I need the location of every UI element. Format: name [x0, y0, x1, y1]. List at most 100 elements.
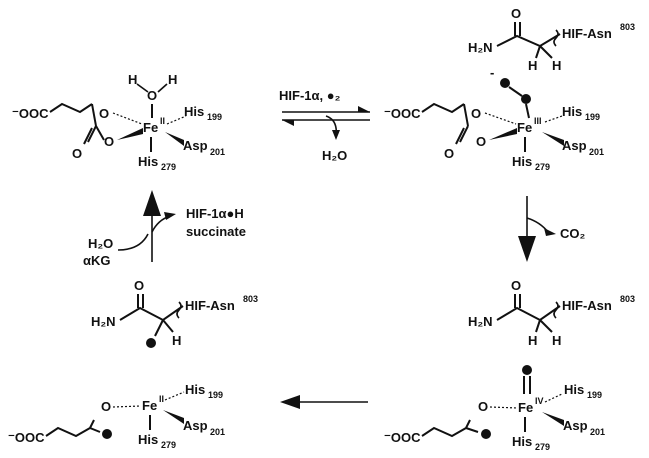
step3-hydroxylation [280, 395, 368, 409]
o-fe-dative-bond [112, 405, 142, 408]
his199-number: 199 [208, 390, 223, 400]
hif-asn-label: HIF-Asn [562, 298, 612, 313]
his199-number: 199 [587, 390, 602, 400]
asp201-number: 201 [589, 147, 604, 157]
carboxylate-oxygen-dot [481, 429, 491, 439]
step4-arrowhead [143, 190, 161, 216]
fe-his-dative-bond [164, 391, 185, 401]
superoxide-oxygen-dot [500, 78, 510, 88]
peptide-wavy-bond [176, 301, 182, 319]
superoxide-charge-label: - [490, 65, 494, 80]
o-fe-dative-bond [112, 112, 143, 125]
hydrogen-label: H [128, 72, 137, 87]
oxidation-state-label: II [160, 116, 165, 126]
his279-label: His [512, 154, 532, 169]
c-h-bond [539, 319, 553, 333]
hydrogen-label: H [168, 72, 177, 87]
output-curve-arrowhead [164, 212, 176, 220]
hydrogen-label: H [528, 58, 537, 73]
his199-number: 199 [585, 112, 600, 122]
step4-output-succinate: succinate [186, 224, 246, 239]
step3-arrowhead [280, 395, 300, 409]
c-h-bond [539, 45, 553, 59]
co2-release-arrowhead [544, 228, 556, 236]
his199-number: 199 [207, 112, 222, 122]
o-fe-dative-bond [484, 112, 517, 125]
substrate-backbone [119, 305, 184, 322]
backbone-bonds [421, 102, 465, 114]
fe-asp-wedge-bond [165, 132, 184, 146]
hif-asn-label: HIF-Asn [185, 298, 235, 313]
hydroxyl-oxygen-dot [146, 338, 156, 348]
oxygen-label: O [101, 399, 111, 414]
o-h-bond [157, 83, 168, 93]
asp201-label: Asp [183, 418, 208, 433]
iron-label: Fe [143, 120, 158, 135]
fe-his-dative-bond [544, 393, 563, 403]
o-fe-wedge-bond [117, 128, 143, 140]
asp201-label: Asp [183, 138, 208, 153]
keto-carbon-bond [91, 103, 97, 127]
carboxyl-bond [89, 427, 101, 433]
oxo-oxygen-dot [522, 365, 532, 375]
hydrogen-label: H [528, 333, 537, 348]
carboxyl-double-bond [455, 127, 465, 145]
hif-asn-number: 803 [620, 294, 635, 304]
step2-decarboxylation: CO₂ [518, 196, 586, 262]
c-o-bond [154, 319, 164, 337]
keto-carbon-bond [463, 103, 469, 127]
hydroxylated-hif: O H₂N HIF-Asn 803 H [91, 278, 258, 348]
c-h-bond [535, 319, 541, 333]
complex-fe2-water: ⁻OOC O O O Fe II O H H His 199 Asp 201 H… [12, 72, 225, 172]
step1-product-label: H₂O [322, 148, 347, 163]
complex-fe3-superoxo: - ⁻OOC O O O Fe III His 199 Asp 201 His … [384, 65, 604, 172]
amide-oxygen-label: O [134, 278, 144, 293]
oxygen-label: O [104, 134, 114, 149]
carboxylate-label: ⁻OOC [8, 430, 45, 445]
complex-fe2-succinate: ⁻OOC O Fe II His 199 Asp 201 His 279 [8, 382, 225, 450]
asp201-number: 201 [210, 427, 225, 437]
his199-label: His [564, 382, 584, 397]
fe-asp-wedge-bond [542, 132, 564, 146]
amide-nitrogen-label: H₂N [468, 40, 493, 55]
fe-asp-wedge-bond [163, 410, 184, 424]
oxygen-label: O [471, 106, 481, 121]
carboxylate-label: ⁻OOC [384, 106, 421, 121]
hif-asn-label: HIF-Asn [562, 26, 612, 41]
oxygen-label: O [478, 399, 488, 414]
hydrogen-label: H [552, 333, 561, 348]
carboxylate-label: ⁻OOC [384, 430, 421, 445]
o-o-bond [508, 86, 523, 97]
iron-label: Fe [517, 120, 532, 135]
peptide-wavy-bond [553, 29, 559, 47]
succinate-backbone [421, 419, 471, 438]
fe-asp-wedge-bond [542, 412, 564, 426]
hydrogen-label: H [552, 58, 561, 73]
his279-number: 279 [161, 162, 176, 172]
fe-his-dative-bond [544, 115, 563, 123]
reverse-arrowhead [282, 120, 294, 126]
his279-number: 279 [161, 440, 176, 450]
hydrogen-label: H [172, 333, 181, 348]
superoxide-oxygen-dot [521, 94, 531, 104]
oxidation-state-label: II [159, 394, 164, 404]
carboxyl-bond [87, 125, 97, 143]
carboxylate-label: ⁻OOC [12, 106, 49, 121]
oxidation-state-label: IV [535, 396, 544, 406]
carboxylate-oxygen-dot [102, 429, 112, 439]
iron-label: Fe [518, 400, 533, 415]
c-h-bond [162, 319, 174, 333]
input-curve [117, 233, 149, 251]
step4-regeneration: H₂O αKG HIF-1α●H succinate [83, 190, 246, 268]
his199-label: His [562, 104, 582, 119]
water-oxygen-label: O [147, 88, 157, 103]
his279-label: His [512, 434, 532, 449]
step4-output-hif: HIF-1α●H [186, 206, 244, 221]
backbone-bonds [49, 102, 93, 114]
step2-arrowhead [518, 236, 536, 262]
substrate-hif-top: O H₂N HIF-Asn 803 H H [468, 6, 635, 73]
carboxyl-bond [459, 125, 469, 143]
carboxyl-bond [465, 427, 479, 433]
iron-label: Fe [142, 398, 157, 413]
